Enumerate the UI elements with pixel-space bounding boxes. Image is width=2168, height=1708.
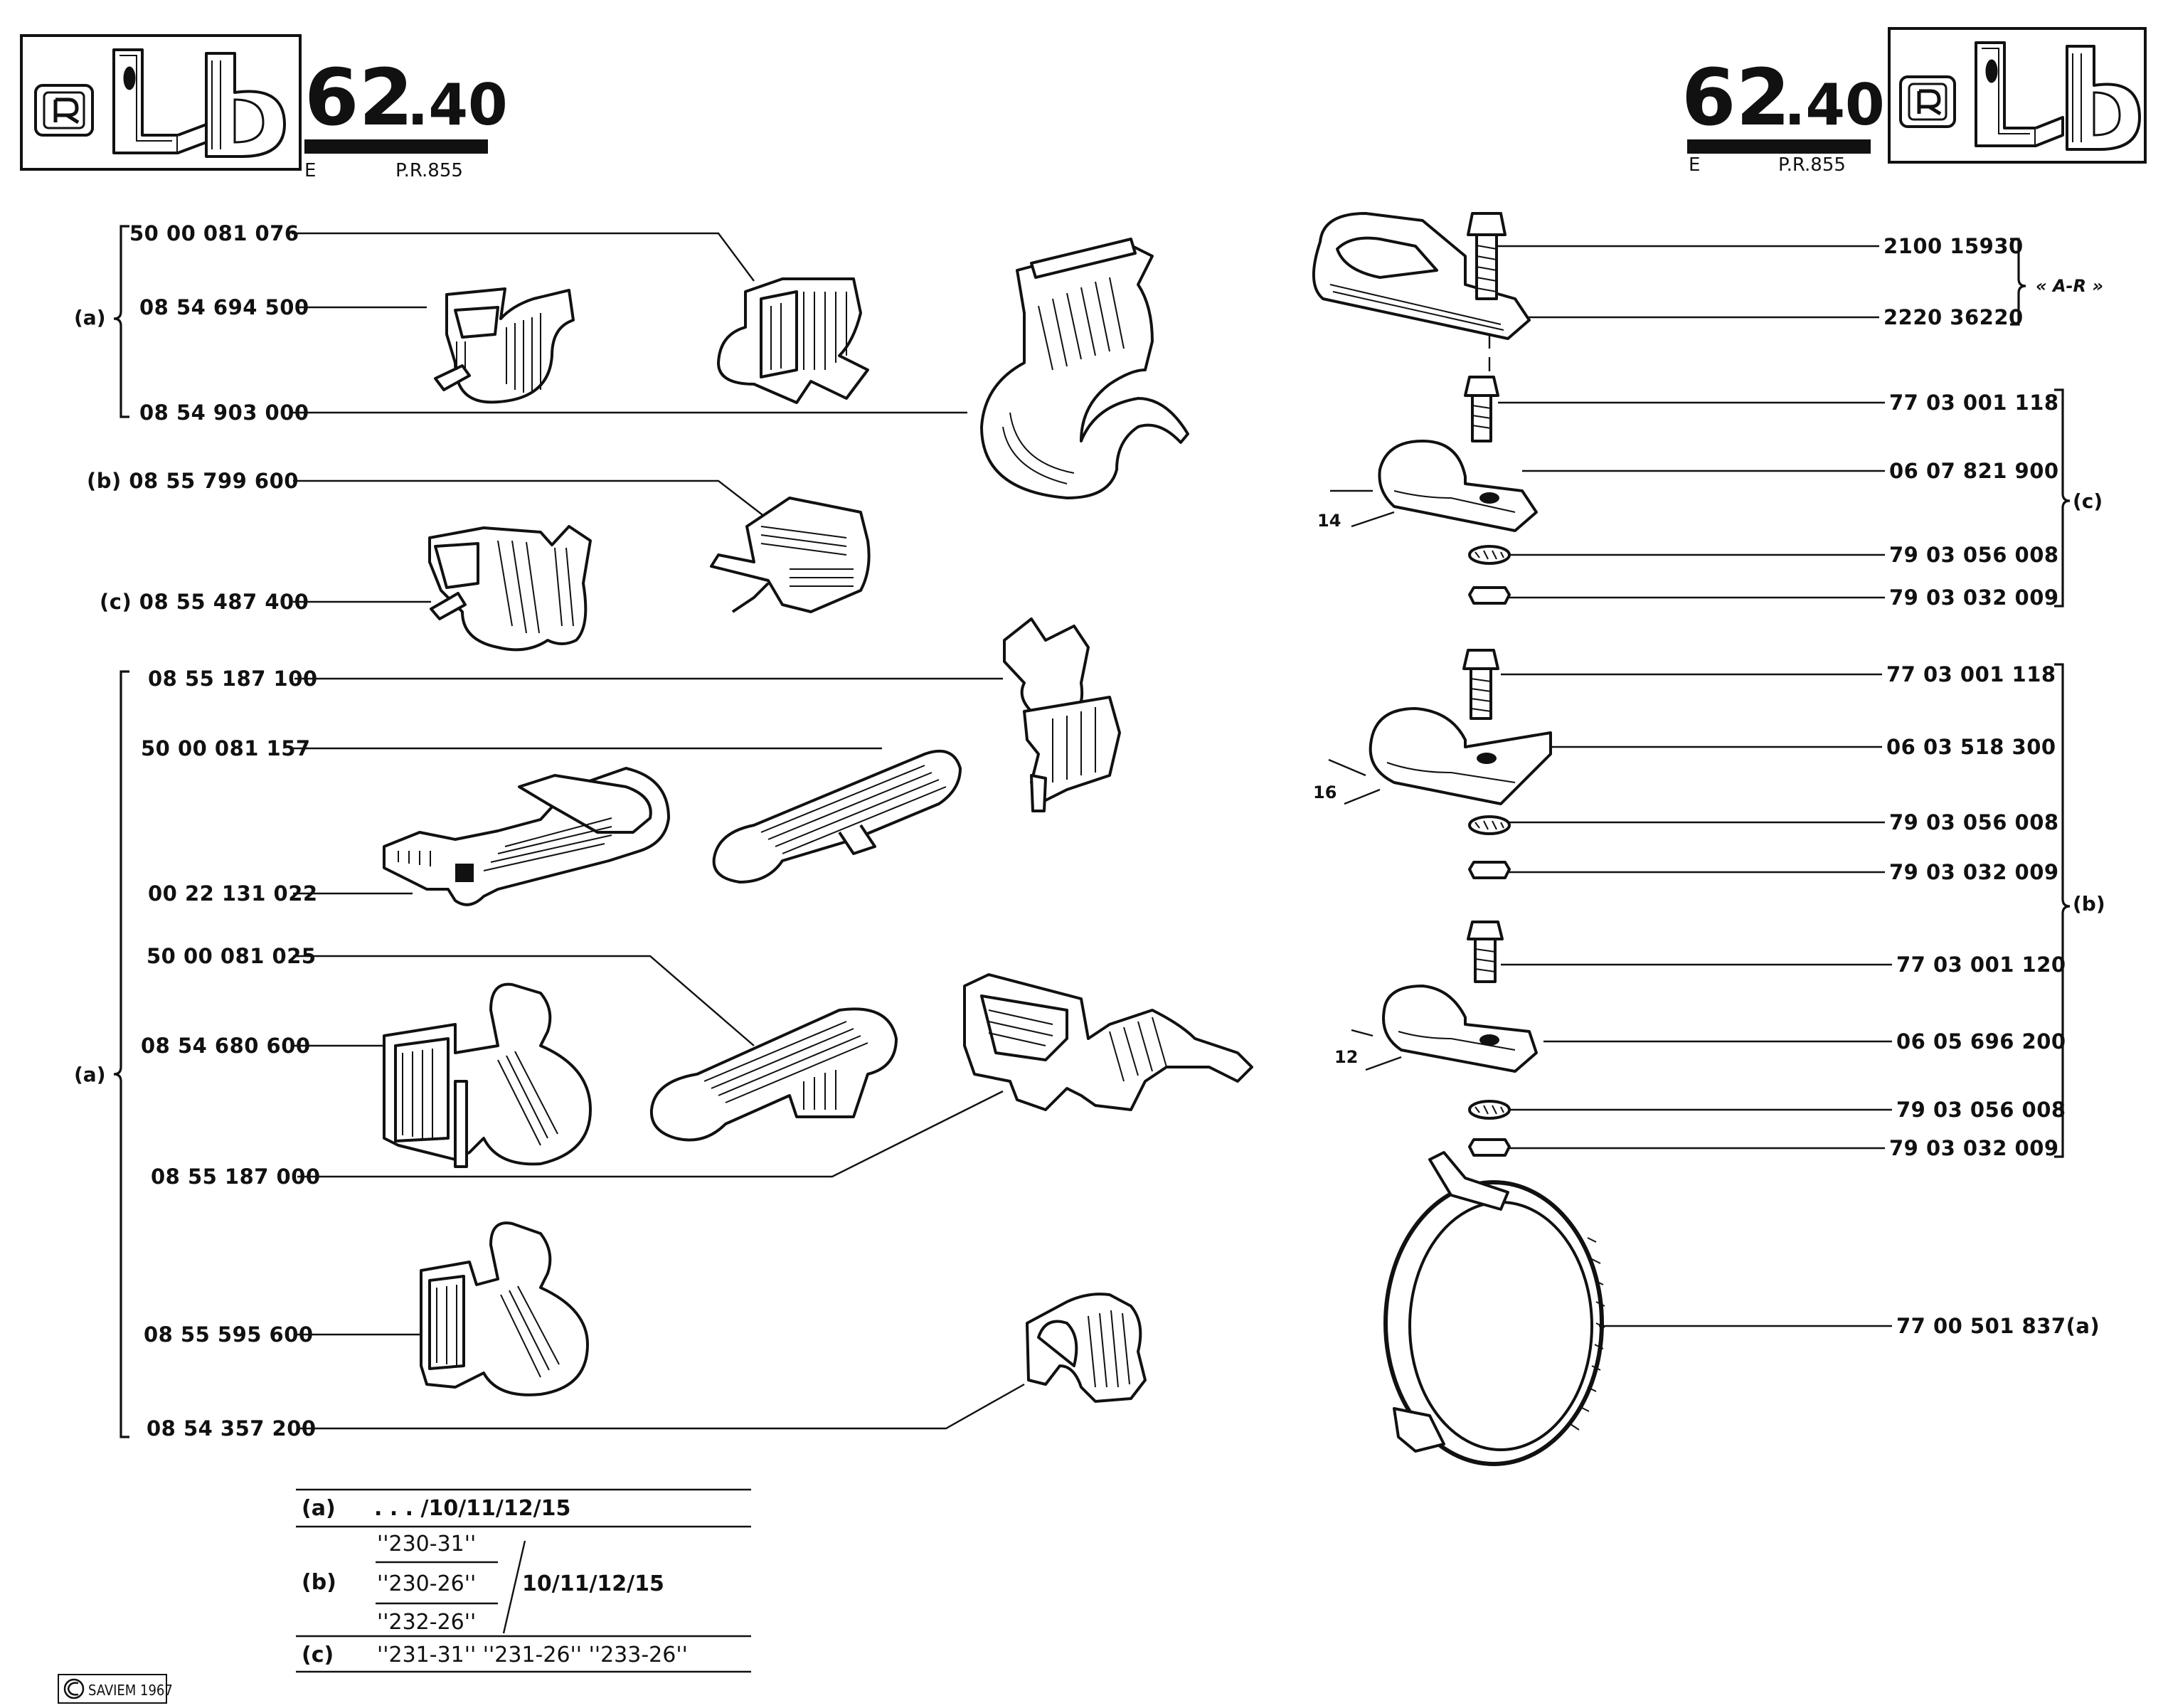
- hose-band-77-00-501-837: [1383, 1151, 1605, 1466]
- label-50-00-081-157: 50 00 081 157: [141, 736, 311, 760]
- label-77-00-501-837: 77 00 501 837(a): [1896, 1314, 2100, 1338]
- clip-08-55-187-100: [1003, 617, 1121, 812]
- clamp-assembly-b2: [1382, 921, 1538, 1157]
- clip-00-22-131-022: [383, 767, 670, 906]
- label-79-03-032-009-c: 79 03 032 009: [1889, 585, 2059, 610]
- group-label-ar: « A-R »: [2036, 276, 2103, 296]
- header-code-left: 62 .40 E P.R.855: [304, 52, 508, 181]
- row-b-model-2: ''230-26'': [377, 1571, 476, 1596]
- clip-08-54-680-600: [383, 982, 592, 1168]
- label-77-03-001-118-c: 77 03 001 118: [1889, 391, 2059, 415]
- label-08-55-799-600: (b) 08 55 799 600: [87, 469, 299, 493]
- clip-50-00-081-025: [649, 1007, 898, 1142]
- label-2100-15930: 2100 15930: [1883, 234, 2024, 258]
- code-minor: .40: [1784, 72, 1885, 138]
- dimension-14: 14: [1317, 511, 1341, 531]
- label-08-54-694-500: 08 54 694 500: [139, 295, 309, 319]
- applicability-table: (a) . . . /10/11/12/15 (b) ''230-31'' ''…: [296, 1488, 751, 1673]
- label-2220-36220: 2220 36220: [1883, 305, 2024, 329]
- label-08-54-903-000: 08 54 903 000: [139, 401, 309, 425]
- group-label-c: (c): [2073, 489, 2103, 513]
- code-major: 62: [1681, 52, 1790, 143]
- header-code-right: 62 .40 E P.R.855: [1681, 52, 1885, 176]
- label-06-03-518-300: 06 03 518 300: [1886, 735, 2056, 759]
- label-77-03-001-120: 77 03 001 120: [1896, 953, 2066, 977]
- right-braces: [2010, 238, 2071, 1158]
- row-c-value: ''231-31'' ''231-26'' ''233-26'': [377, 1643, 688, 1667]
- label-08-55-487-400: (c) 08 55 487 400: [100, 590, 309, 614]
- header-lang: E: [1689, 154, 1700, 176]
- clamp-assembly-ar: [1312, 212, 1531, 340]
- label-79-03-032-009-b2: 79 03 032 009: [1889, 1136, 2059, 1160]
- row-b-key: (b): [302, 1570, 336, 1595]
- row-b-model-1: ''230-31'': [377, 1532, 476, 1556]
- clamp-assembly-b1: [1369, 649, 1552, 879]
- clip-08-55-487-400: [428, 525, 592, 652]
- clip-08-54-903-000: [980, 238, 1189, 499]
- row-a-value: . . . /10/11/12/15: [374, 1496, 570, 1521]
- label-08-54-357-200: 08 54 357 200: [147, 1416, 317, 1441]
- clip-08-55-595-600: [420, 1221, 589, 1396]
- dimension-marks: 14 16 12: [1313, 489, 1402, 1071]
- copyright-stamp: SAVIEM 1967: [58, 1674, 173, 1704]
- label-50-00-081-076: 50 00 081 076: [129, 221, 299, 245]
- clamp-assembly-c: [1378, 376, 1538, 605]
- clip-08-54-694-500: [434, 287, 575, 404]
- header-ref: P.R.855: [1778, 154, 1846, 176]
- brand-logo-right: [1888, 27, 2147, 164]
- clip-50-00-081-157: [712, 750, 962, 884]
- header-lang: E: [304, 160, 316, 181]
- label-06-05-696-200: 06 05 696 200: [1896, 1029, 2066, 1054]
- clip-08-55-799-600: [710, 497, 871, 613]
- label-79-03-056-008-c: 79 03 056 008: [1889, 543, 2059, 567]
- dimension-16: 16: [1313, 783, 1337, 802]
- row-c-key: (c): [302, 1643, 334, 1667]
- label-79-03-056-008-b2: 79 03 056 008: [1896, 1098, 2066, 1122]
- code-minor: .40: [407, 72, 508, 138]
- clip-08-54-357-200: [1026, 1293, 1147, 1403]
- label-50-00-081-025: 50 00 081 025: [147, 944, 317, 968]
- right-part-labels: 2100 15930 2220 36220 77 03 001 118 06 0…: [1883, 234, 2105, 1338]
- label-06-07-821-900: 06 07 821 900: [1889, 459, 2059, 483]
- group-label-a-top: (a): [74, 306, 106, 329]
- clip-50-00-081-076: [717, 277, 869, 404]
- label-79-03-032-009-b1: 79 03 032 009: [1889, 860, 2059, 884]
- row-b-model-3: ''232-26'': [377, 1610, 476, 1635]
- label-00-22-131-022: 00 22 131 022: [148, 881, 318, 906]
- left-part-labels: 50 00 081 076 08 54 694 500 08 54 903 00…: [74, 221, 321, 1441]
- label-08-55-187-100: 08 55 187 100: [148, 667, 318, 691]
- left-leader-lines: [292, 232, 1025, 1430]
- group-label-a-bottom: (a): [74, 1063, 106, 1086]
- brand-logo-left: [20, 34, 302, 171]
- label-79-03-056-008-b1: 79 03 056 008: [1889, 810, 2059, 834]
- label-77-03-001-118-b: 77 03 001 118: [1886, 662, 2056, 686]
- header-ref: P.R.855: [395, 160, 463, 181]
- copyright-text: SAVIEM 1967: [88, 1682, 173, 1699]
- label-08-55-595-600: 08 55 595 600: [144, 1322, 314, 1347]
- left-braces: [113, 225, 129, 1438]
- group-label-b: (b): [2073, 892, 2105, 916]
- label-08-54-680-600: 08 54 680 600: [141, 1034, 311, 1058]
- label-08-55-187-000: 08 55 187 000: [151, 1165, 321, 1189]
- row-b-years: 10/11/12/15: [522, 1571, 664, 1596]
- dimension-12: 12: [1334, 1047, 1358, 1067]
- right-leader-lines: [1488, 245, 1892, 1327]
- row-a-key: (a): [302, 1496, 336, 1521]
- clip-08-55-187-000: [963, 973, 1253, 1111]
- code-major: 62: [304, 52, 413, 143]
